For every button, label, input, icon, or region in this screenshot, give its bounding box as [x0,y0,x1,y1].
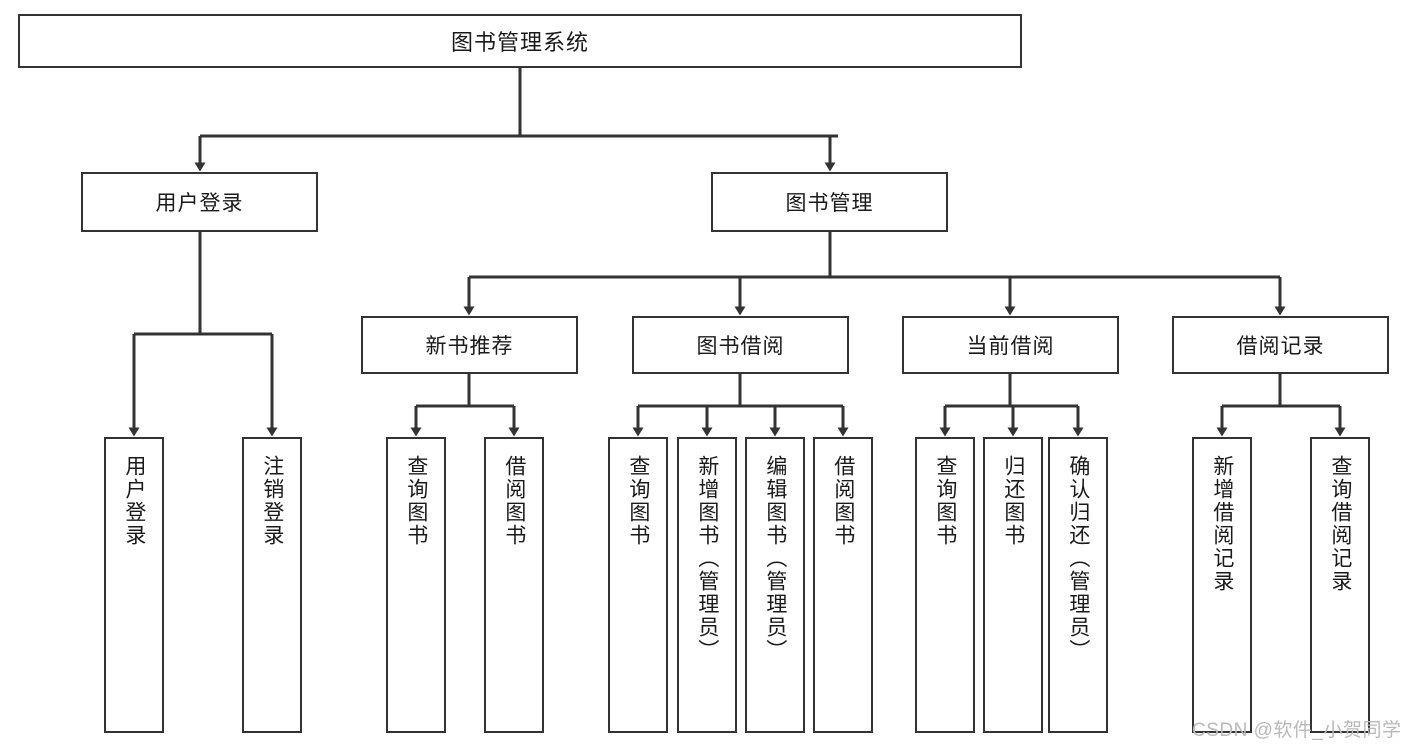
node-label: 新增图书（管理员） [695,455,719,662]
node-label: 查询借阅记录 [1328,455,1352,593]
node-leaf-user-login[interactable]: 用户登录 [104,437,164,733]
node-leaf-add-borrow-record[interactable]: 新增借阅记录 [1192,437,1252,733]
node-level3-book-borrow[interactable]: 图书借阅 [632,316,849,374]
node-label: 图书管理 [785,192,874,215]
node-label: 查询图书 [404,455,428,547]
node-leaf-query-borrow-record[interactable]: 查询借阅记录 [1310,437,1370,733]
node-root[interactable]: 图书管理系统 [18,14,1022,68]
csdn-watermark: CSDN @软件_小贺同学 [1192,720,1402,741]
node-label: 编辑图书（管理员） [763,455,787,662]
node-leaf-edit-book-admin[interactable]: 编辑图书（管理员） [745,437,805,733]
node-leaf-borrow-book[interactable]: 借阅图书 [813,437,873,733]
node-leaf-query-book-recommend[interactable]: 查询图书 [386,437,446,733]
node-label: 注销登录 [260,455,284,547]
node-leaf-add-book-admin[interactable]: 新增图书（管理员） [677,437,737,733]
node-label: 用户登录 [155,192,244,215]
node-label: 确认归还（管理员） [1066,455,1090,662]
node-label: 新增借阅记录 [1210,455,1234,593]
node-leaf-confirm-return-admin[interactable]: 确认归还（管理员） [1048,437,1108,733]
node-level3-borrow-record[interactable]: 借阅记录 [1172,316,1389,374]
node-leaf-return-book[interactable]: 归还图书 [983,437,1043,733]
node-level2-book-management[interactable]: 图书管理 [711,172,948,232]
node-leaf-query-book-current[interactable]: 查询图书 [915,437,975,733]
node-label: 用户登录 [122,455,146,547]
node-label: 查询图书 [933,455,957,547]
node-label: 图书借阅 [696,335,785,358]
node-leaf-borrow-book-recommend[interactable]: 借阅图书 [484,437,544,733]
node-leaf-logout[interactable]: 注销登录 [242,437,302,733]
node-label: 借阅记录 [1236,335,1325,358]
node-level2-user-login[interactable]: 用户登录 [81,172,318,232]
node-level3-current-borrow[interactable]: 当前借阅 [902,316,1119,374]
node-level3-new-book-recommend[interactable]: 新书推荐 [361,316,578,374]
node-label: 借阅图书 [831,455,855,547]
node-label: 当前借阅 [966,335,1055,358]
node-label: 归还图书 [1001,455,1025,547]
node-leaf-query-book-borrow[interactable]: 查询图书 [608,437,668,733]
node-root-label: 图书管理系统 [450,30,589,55]
node-label: 借阅图书 [502,455,526,547]
node-label: 新书推荐 [425,335,514,358]
node-label: 查询图书 [626,455,650,547]
